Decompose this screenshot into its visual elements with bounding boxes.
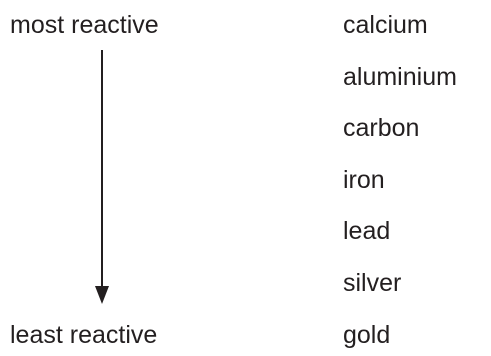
element-calcium: calcium — [343, 11, 428, 39]
element-iron: iron — [343, 166, 385, 194]
element-silver: silver — [343, 269, 402, 297]
element-aluminium: aluminium — [343, 63, 457, 91]
least-reactive-label: least reactive — [10, 321, 158, 349]
down-arrow-icon — [95, 50, 109, 304]
element-carbon: carbon — [343, 114, 420, 142]
element-lead: lead — [343, 217, 391, 245]
element-gold: gold — [343, 321, 391, 349]
most-reactive-label: most reactive — [10, 11, 159, 39]
